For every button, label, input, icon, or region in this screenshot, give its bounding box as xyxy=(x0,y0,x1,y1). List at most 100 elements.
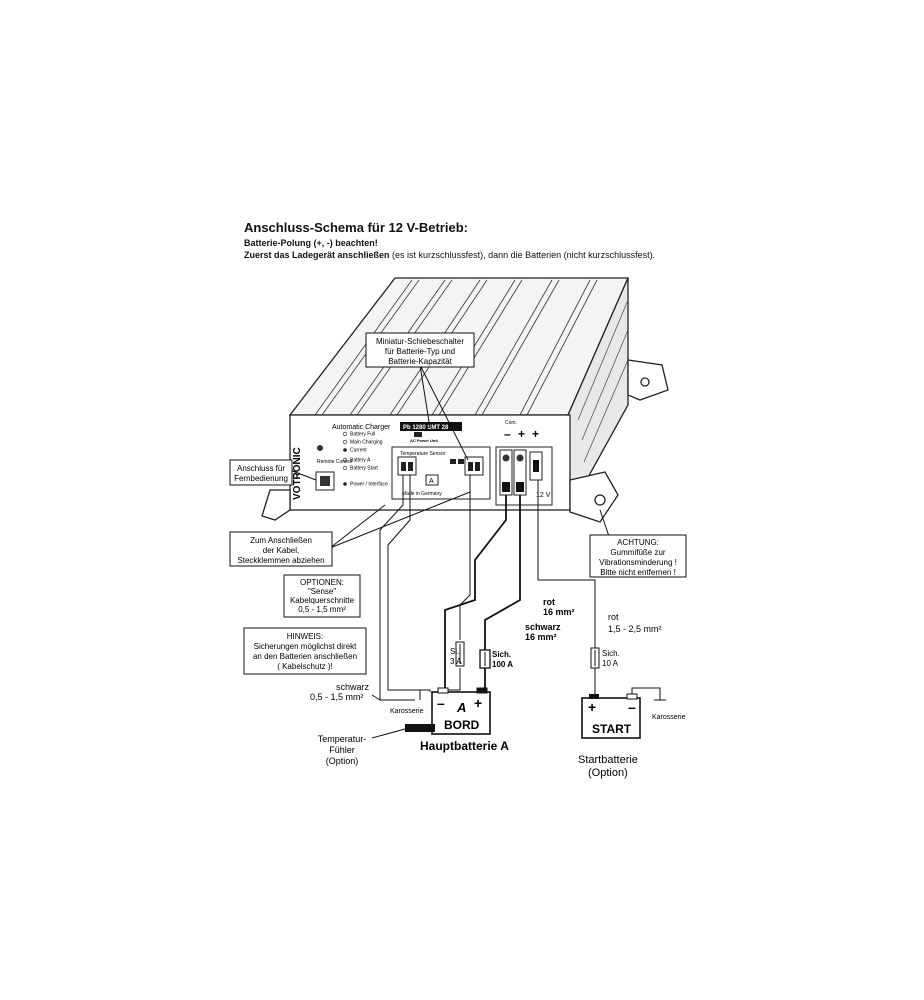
ac-power-label: AC Power Unit xyxy=(410,438,438,443)
red-main-label: rot xyxy=(543,597,555,607)
hint-line: Sicherungen möglichst direkt xyxy=(254,642,357,651)
red-start-label: rot xyxy=(608,612,619,622)
sensor-line: (Option) xyxy=(326,756,359,766)
start-plus-sign: + xyxy=(588,699,596,715)
led-label: Main Charging xyxy=(350,440,383,446)
model-plate xyxy=(400,422,462,431)
dip-switch[interactable] xyxy=(458,459,464,464)
fuse-10a-value: 10 A xyxy=(602,659,619,668)
connection-order-rest: (es ist kurzschlussfest), dann die Batte… xyxy=(389,250,656,260)
led-label: Power / Interface xyxy=(350,482,388,488)
fuse-10a-label: Sich. xyxy=(602,649,620,658)
start-terminal-plus xyxy=(589,694,599,699)
board-minus-sign: – xyxy=(437,695,445,711)
board-terminal-minus xyxy=(437,687,449,694)
com-label: Com. xyxy=(505,420,517,426)
fuse-100a-value: 100 A xyxy=(492,660,513,669)
clamps-line: der Kabel, xyxy=(263,546,299,555)
voltage-label: 12 V xyxy=(536,492,551,499)
start-minus-sign: – xyxy=(628,699,636,715)
start-battery: + – START xyxy=(581,693,641,739)
led-label: Battery Start xyxy=(350,466,378,472)
terminal-clamp xyxy=(502,482,510,492)
callout-warning-box xyxy=(589,534,687,578)
warning-line: Vibrationsminderung ! xyxy=(599,558,677,567)
connection-order-note: Zuerst das Ladegerät anschließen (es ist… xyxy=(244,250,655,260)
options-line: Kabelquerschnitte xyxy=(290,596,355,605)
warning-line: ACHTUNG: xyxy=(617,538,659,547)
polarity-note: Batterie-Polung (+, -) beachten! xyxy=(244,238,378,248)
options-line: "Sense" xyxy=(308,587,337,596)
switch-line: für Batterie-Typ und xyxy=(385,347,455,356)
charger-housing xyxy=(261,277,669,523)
foot-hole-back xyxy=(640,377,650,387)
black-sense-label: schwarz xyxy=(336,682,370,692)
board-terminal-plus xyxy=(476,687,488,694)
black-main-size: 16 mm² xyxy=(525,632,557,642)
switch-line: Miniatur-Schiebeschalter xyxy=(376,337,464,346)
board-ground-label: Karosserie xyxy=(390,708,424,715)
black-main-label: schwarz xyxy=(525,622,561,632)
terminal-a-label: A xyxy=(429,478,434,485)
dip-switch[interactable] xyxy=(450,459,456,464)
temperature-sensor xyxy=(405,724,435,732)
made-in-label: Made in Germany xyxy=(402,491,442,497)
sense-pin xyxy=(401,462,406,471)
board-battery-caption: Hauptbatterie A xyxy=(420,739,509,753)
options-line: OPTIONEN: xyxy=(300,578,344,587)
callout-remote-box xyxy=(229,459,293,486)
led-label: Battery A xyxy=(350,458,371,464)
sensor-line: Fühler xyxy=(329,745,355,755)
diagram-title: Anschluss-Schema für 12 V-Betrieb: xyxy=(244,220,468,235)
brand-label: VOTRONIC xyxy=(292,447,303,500)
sensor-line: Temperatur- xyxy=(318,734,367,744)
aux-pin xyxy=(468,462,473,471)
warning-line: Bitte nicht entfernen ! xyxy=(600,568,676,577)
callout-switch-box xyxy=(365,332,475,368)
switch-line: Batterie-Kapazität xyxy=(388,357,452,366)
sense-pin xyxy=(408,462,413,471)
start-caption-line2: (Option) xyxy=(588,767,628,779)
led-battery-a xyxy=(342,457,348,463)
aux-pin xyxy=(475,462,480,471)
start-ground-label: Karosserie xyxy=(652,714,686,721)
terminal-plus-label: + xyxy=(518,427,525,441)
fuse-3a-label: Si. xyxy=(450,647,459,656)
callout-hint-box xyxy=(243,627,367,675)
led-current xyxy=(343,448,347,452)
start-caption-line1: Startbatterie xyxy=(578,754,638,766)
board-name: BORD xyxy=(444,718,480,732)
clamps-line: Zum Anschließen xyxy=(250,536,312,545)
led-power xyxy=(343,482,347,486)
model-label: Pb 1280 SMT 28 xyxy=(403,425,449,431)
led-column: Battery Full Main Charging Current Batte… xyxy=(342,432,388,488)
led-battery-start xyxy=(342,465,348,471)
red-main-size: 16 mm² xyxy=(543,607,575,617)
warning-line: Gummifüße zur xyxy=(610,548,665,557)
sense-plug[interactable] xyxy=(397,456,417,476)
mounting-foot-left xyxy=(261,489,291,521)
led-label: Current xyxy=(350,448,367,454)
red-start-size: 1,5 - 2,5 mm² xyxy=(608,624,662,634)
start-name: START xyxy=(592,722,632,736)
remote-line: Anschluss für xyxy=(237,464,285,473)
fuse-100a-label: Sich. xyxy=(492,650,511,659)
board-battery: – A + BORD xyxy=(431,687,491,735)
options-line: 0,5 - 1,5 mm² xyxy=(298,605,346,614)
remote-line: Fernbedienung xyxy=(234,474,288,483)
remote-port-label: Remote Control xyxy=(317,459,352,465)
board-letter: A xyxy=(456,700,466,715)
hint-line: an den Batterien anschließen xyxy=(253,652,357,661)
remote-indicator xyxy=(317,445,323,451)
terminal-minus-label: – xyxy=(504,427,511,441)
terminal-screw xyxy=(502,454,510,462)
clamps-line: Steckklemmen abziehen xyxy=(237,556,324,565)
wires xyxy=(289,364,613,739)
panel-title: Automatic Charger xyxy=(332,424,391,431)
terminal-a-box xyxy=(425,474,439,486)
slide-switch[interactable] xyxy=(414,432,422,437)
callout-clamps-box xyxy=(229,531,333,567)
terminal-clamp xyxy=(516,482,524,492)
remote-port-socket xyxy=(320,476,330,486)
